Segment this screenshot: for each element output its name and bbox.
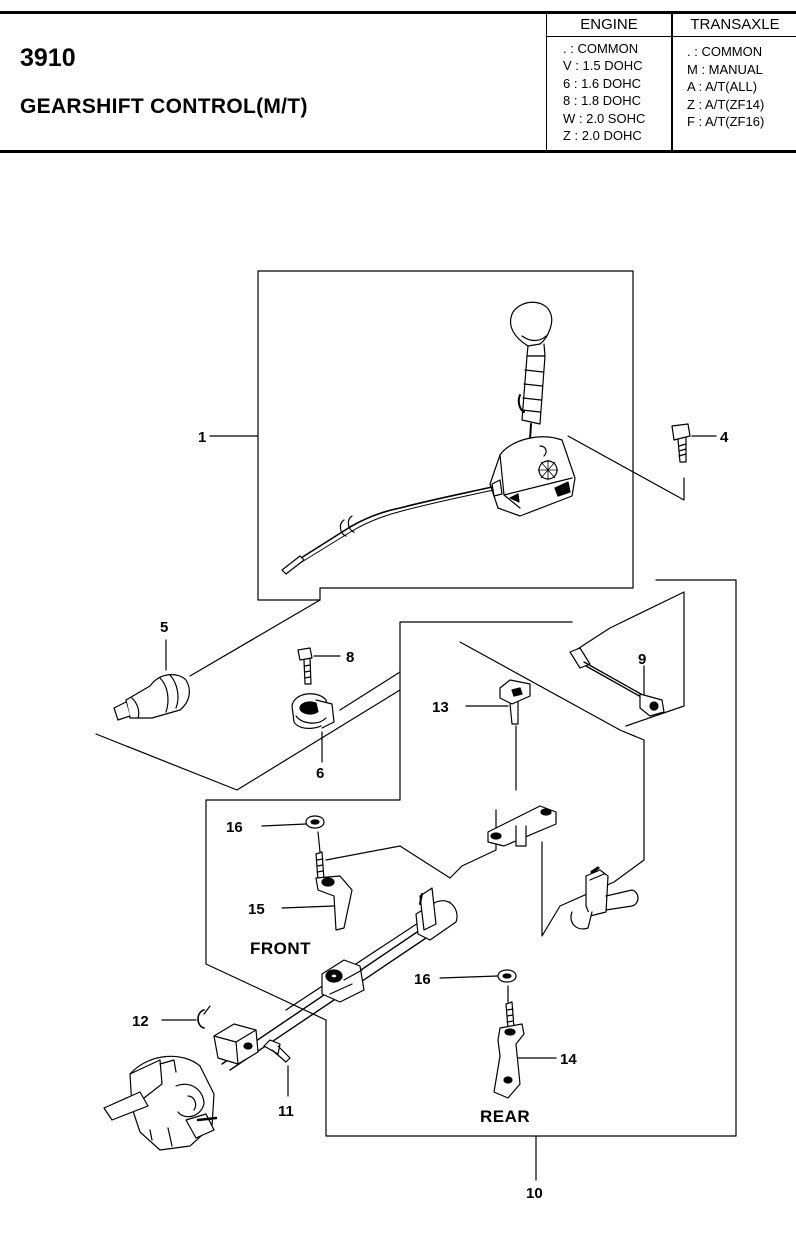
bracket-part-6-icon (291, 693, 335, 729)
section-code: 3910 (20, 44, 76, 72)
engine-row: 6 : 1.6 DOHC (563, 75, 642, 91)
bolt-dash-line (567, 435, 685, 501)
front-tag: FRONT (250, 939, 311, 958)
engine-row: 8 : 1.8 DOHC (563, 93, 642, 109)
transaxle-row: . : COMMON (687, 44, 763, 59)
shaft-coupling-icon (321, 959, 365, 1003)
nut-part-16-rear-icon (497, 969, 517, 983)
callout-8: 8 (346, 649, 354, 666)
engine-heading: ENGINE (547, 14, 671, 37)
transaxle-row: F : A/T(ZF16) (687, 114, 765, 130)
engine-row: . : COMMON (563, 41, 639, 56)
group-outline-shift-lever (257, 270, 634, 601)
transaxle-legend-table: TRANSAXLE . : COMMON M : MANUAL A : A/T(… (671, 14, 796, 150)
axis-line-16-front (317, 831, 321, 853)
engine-row: W : 2.0 SOHC (563, 110, 646, 126)
nut-part-16-front-icon (305, 815, 325, 829)
lever-part-14-icon (493, 1001, 525, 1099)
shift-cable-icon (281, 479, 503, 575)
header-bottom-rule (0, 150, 796, 153)
group-line-part-5 (95, 599, 401, 791)
cable-boot-part-5-icon (113, 674, 190, 721)
callout-10: 10 (526, 1185, 543, 1202)
callout-16-rear: 16 (414, 971, 431, 988)
callout-4: 4 (720, 429, 729, 446)
pin-part-11-icon (263, 1039, 291, 1063)
callout-13: 13 (432, 699, 449, 716)
selector-plate-icon (487, 805, 557, 847)
callout-16-front: 16 (226, 819, 243, 836)
transaxle-heading: TRANSAXLE (673, 14, 796, 37)
callout-9: 9 (638, 651, 646, 668)
group-outline-part-10 (205, 579, 737, 1137)
shift-bracket-right-icon (570, 866, 639, 930)
catalog-header: 3910 GEARSHIFT CONTROL(M/T) ENGINE . : C… (0, 0, 796, 156)
transaxle-housing-icon (103, 1055, 218, 1151)
callout-11: 11 (278, 1103, 294, 1120)
transaxle-row: M : MANUAL (687, 61, 763, 77)
leader-part-15 (281, 905, 335, 909)
header-top-rule (0, 11, 796, 14)
rear-tag: REAR (480, 1107, 530, 1126)
leader-part-16-rear (439, 975, 499, 979)
engine-legend-table: ENGINE . : COMMON V : 1.5 DOHC 6 : 1.6 D… (546, 14, 671, 150)
clip-part-12-icon (197, 1005, 211, 1029)
transaxle-row: A : A/T(ALL) (687, 79, 758, 95)
shift-lever-rod-icon (517, 355, 546, 441)
callout-15: 15 (248, 901, 265, 918)
bolt-part-4-icon (671, 423, 691, 463)
engine-row: V : 1.5 DOHC (563, 58, 643, 74)
callout-12: 12 (132, 1013, 149, 1030)
clip-part-13-icon (499, 679, 531, 725)
callout-14: 14 (560, 1051, 577, 1068)
callout-5: 5 (160, 619, 168, 636)
group-line-part-6 (339, 671, 401, 711)
bolt-part-8-icon (297, 647, 313, 685)
link-rod-part-9-icon (569, 647, 665, 717)
shift-knob-icon (509, 301, 553, 357)
inner-outline-subassembly (399, 591, 685, 937)
leader-part-16-front (261, 823, 307, 827)
callout-1: 1 (198, 429, 206, 446)
section-title: GEARSHIFT CONTROL(M/T) (20, 95, 308, 118)
transaxle-row: Z : A/T(ZF14) (687, 96, 765, 112)
shaft-joint-block-icon (213, 1023, 259, 1065)
callout-6: 6 (316, 765, 324, 782)
lever-housing-icon (489, 436, 576, 517)
engine-row: Z : 2.0 DOHC (563, 128, 642, 144)
lever-part-15-icon (315, 851, 353, 931)
